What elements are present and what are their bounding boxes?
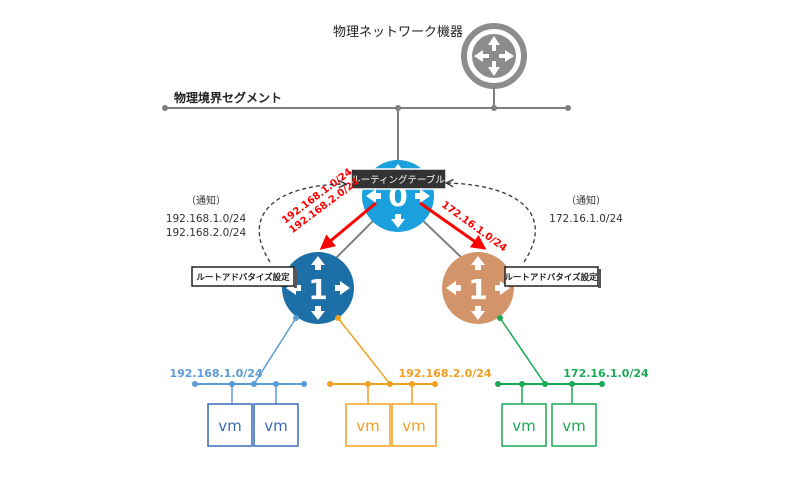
vm-label: vm: [562, 417, 586, 435]
vm-box: [253, 403, 299, 447]
advertise-label-left: ルートアドバタイズ設定: [196, 272, 290, 283]
vm-label: vm: [218, 417, 242, 435]
vm-box: [207, 403, 253, 447]
advertise-box-right: ルートアドバタイズ設定: [504, 266, 601, 288]
tier1-right-glyph: 1: [468, 273, 487, 306]
network-192-168-2: 192.168.2.0/24 vm vm: [327, 315, 492, 447]
notify-left: （通知） 192.168.1.0/24 192.168.2.0/24: [166, 194, 247, 239]
tier1-right-router-icon: 1: [442, 252, 514, 324]
vm-box: [501, 403, 547, 447]
routing-table-box: ルーティングテーブル: [350, 168, 447, 190]
physical-router-icon: [461, 23, 527, 89]
notify-arrow-left: [258, 184, 345, 263]
notify-arrow-right: [447, 183, 536, 263]
notify-left-line-2: 192.168.2.0/24: [166, 227, 247, 239]
advertise-label-right: ルートアドバタイズ設定: [504, 272, 598, 283]
tier1-left-glyph: 1: [308, 273, 327, 306]
physical-segment-line: [162, 105, 571, 111]
vm-box: [551, 403, 597, 447]
segment-label: 物理境界セグメント: [174, 90, 282, 105]
vm-label: vm: [512, 417, 536, 435]
notify-left-line-1: 192.168.1.0/24: [166, 213, 247, 225]
advertise-box-left: ルートアドバタイズ設定: [191, 266, 297, 288]
vm-label: vm: [402, 417, 426, 435]
vm-box: [345, 403, 391, 447]
vm-box: [391, 403, 437, 447]
network-192-168-1: 192.168.1.0/24 vm vm: [169, 315, 307, 447]
vm-label: vm: [356, 417, 380, 435]
network-2-cidr: 192.168.2.0/24: [398, 367, 491, 380]
physical-device-label: 物理ネットワーク機器: [333, 25, 463, 40]
vm-label: vm: [264, 417, 288, 435]
network-172-16-1: 172.16.1.0/24 vm vm: [495, 315, 649, 447]
notify-left-heading: （通知）: [186, 194, 226, 207]
network-1-cidr: 192.168.1.0/24: [169, 367, 262, 380]
advertise-arrow-left: [319, 201, 377, 250]
tier1-left-router-icon: 1: [282, 252, 354, 324]
notify-right-line-1: 172.16.1.0/24: [549, 213, 623, 225]
notify-right-heading: （通知）: [566, 194, 606, 207]
advertise-arrow-right: [419, 201, 487, 250]
notify-right: （通知） 172.16.1.0/24: [549, 194, 623, 225]
routing-table-label: ルーティングテーブル: [351, 174, 445, 186]
network-3-cidr: 172.16.1.0/24: [563, 367, 649, 380]
